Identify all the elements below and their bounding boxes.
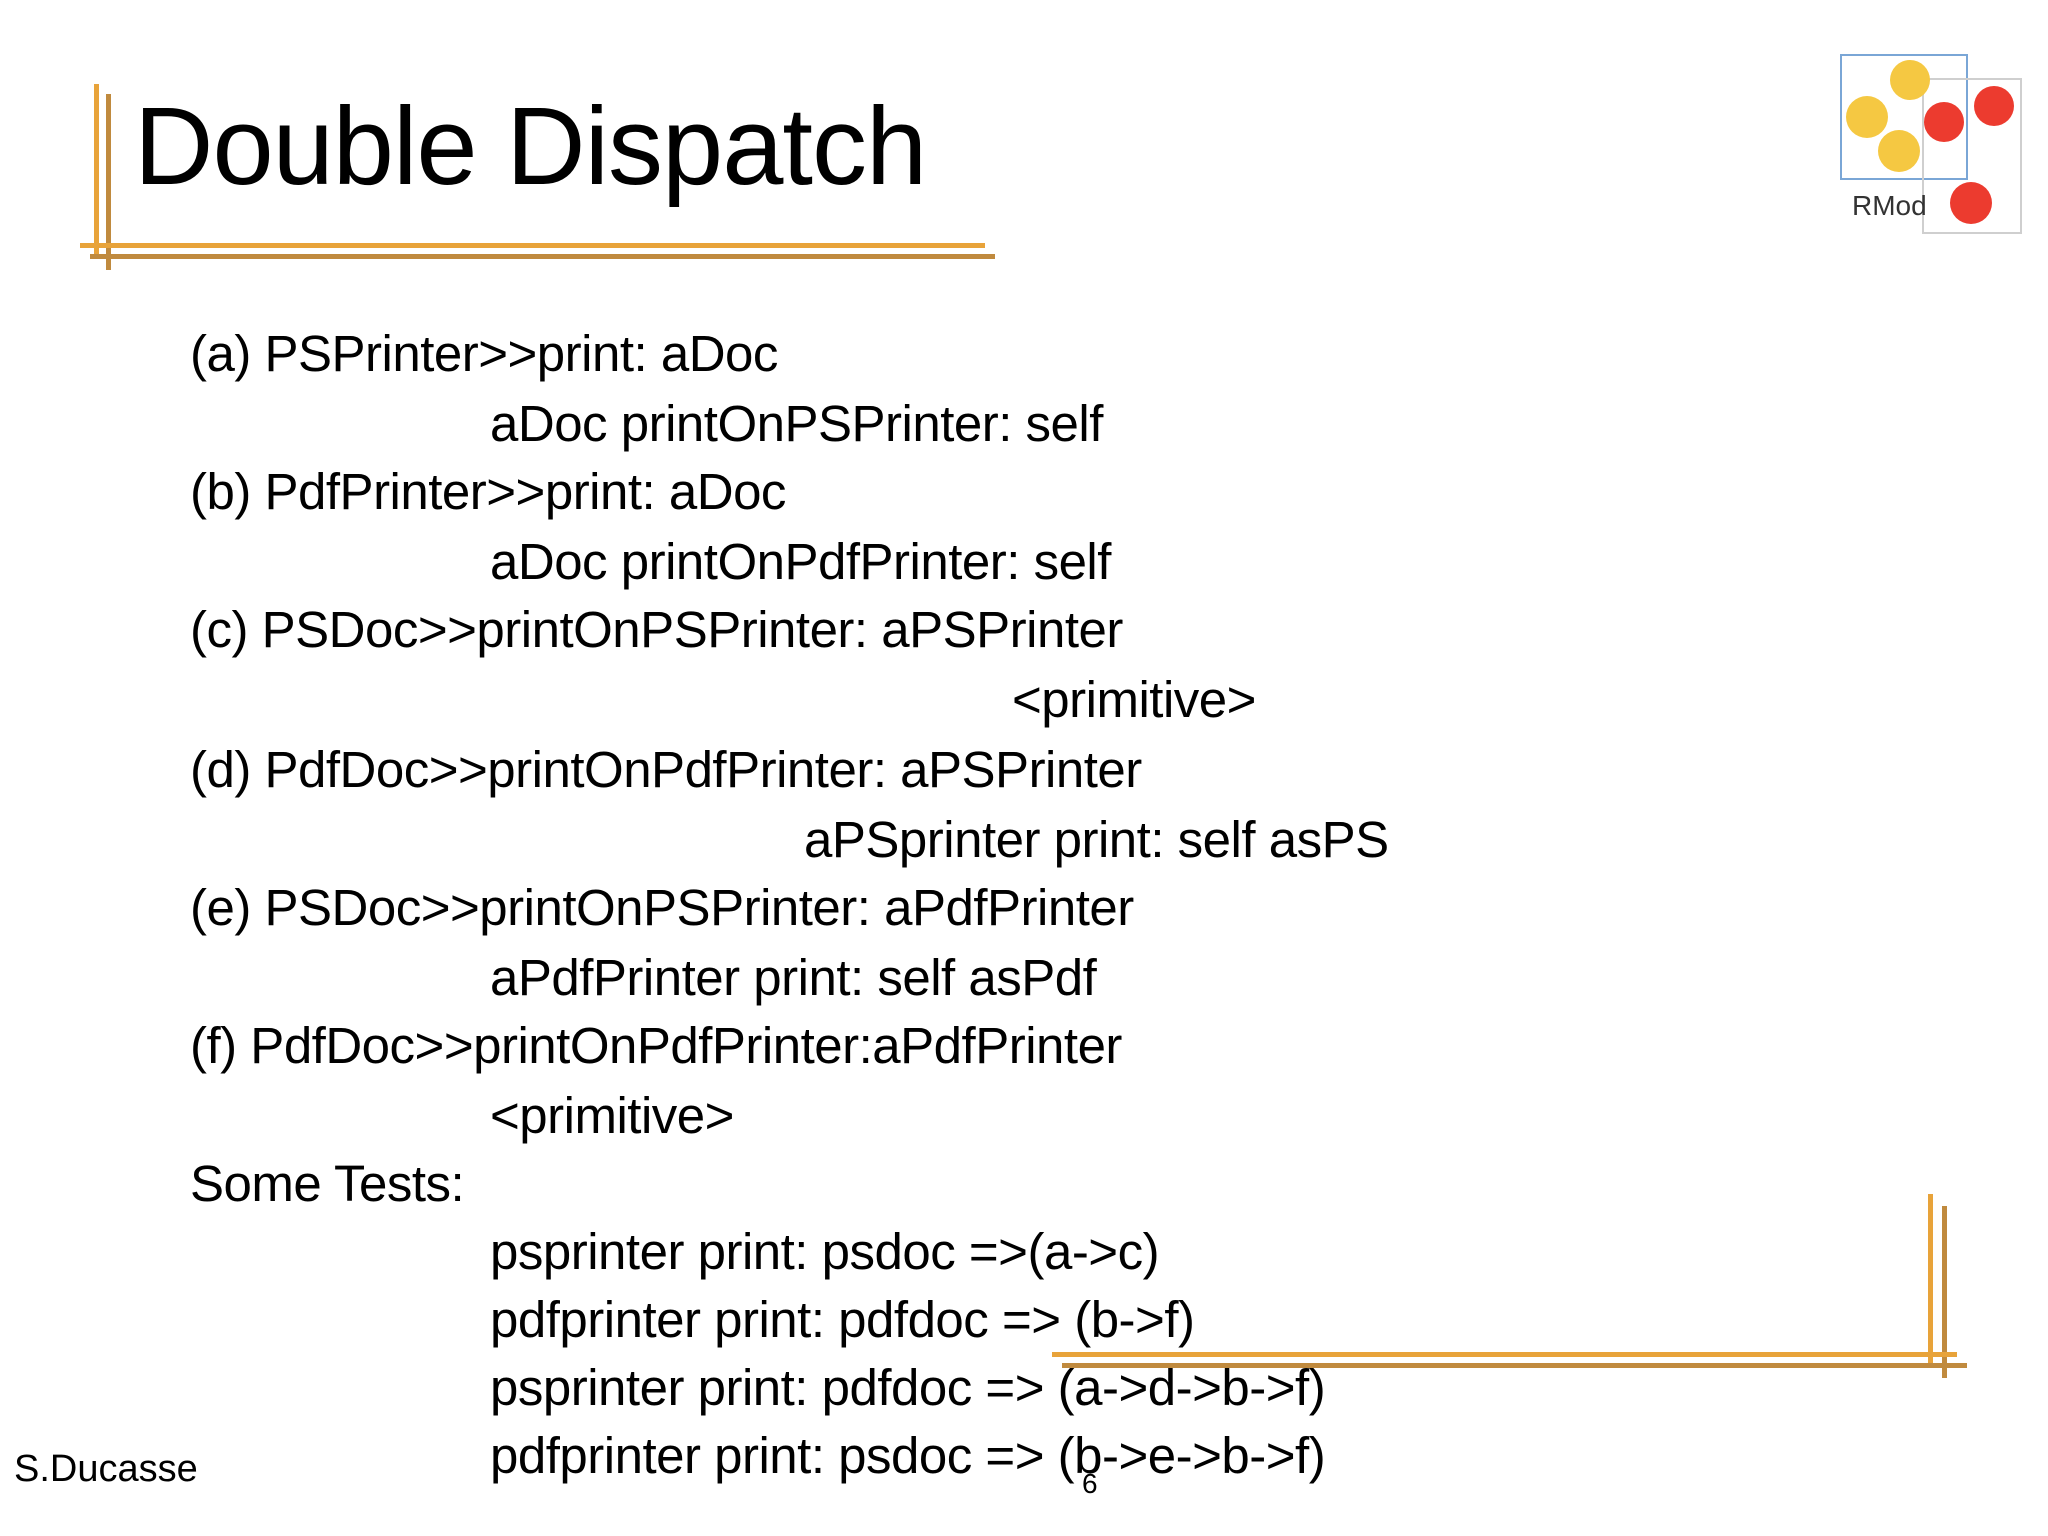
title-vertical-bar: [94, 84, 99, 256]
corner-horizontal-bar-2: [1062, 1363, 1967, 1368]
slide-title: Double Dispatch: [134, 85, 927, 208]
logo-blue-box: [1840, 54, 1968, 180]
code-line-e-body: aPdfPrinter print: self asPdf: [490, 949, 1097, 1006]
page-number: 6: [1082, 1468, 1098, 1499]
tests-heading: Some Tests:: [190, 1155, 465, 1212]
logo-red-dot: [1924, 102, 1964, 142]
logo-label: RMod: [1852, 190, 1927, 221]
code-line-f: (f) PdfDoc>>printOnPdfPrinter:aPdfPrinte…: [190, 1017, 1122, 1074]
logo-yellow-dot: [1846, 96, 1888, 138]
code-line-b-body: aDoc printOnPdfPrinter: self: [490, 533, 1111, 590]
test-line-1: psprinter print: psdoc =>(a->c): [490, 1223, 1160, 1280]
title-underline-bar: [80, 243, 985, 248]
logo-red-dot: [1974, 86, 2014, 126]
test-line-4: pdfprinter print: psdoc => (b->e->b->f): [490, 1427, 1326, 1484]
code-line-e: (e) PSDoc>>printOnPSPrinter: aPdfPrinter: [190, 879, 1134, 936]
author-name: S.Ducasse: [14, 1448, 198, 1490]
test-line-3: psprinter print: pdfdoc => (a->d->b->f): [490, 1359, 1326, 1416]
corner-vertical-bar-2: [1942, 1206, 1947, 1378]
code-line-d-body: aPSprinter print: self asPS: [804, 811, 1389, 868]
code-line-b: (b) PdfPrinter>>print: aDoc: [190, 463, 786, 520]
logo-yellow-dot: [1878, 130, 1920, 172]
title-vertical-bar-2: [106, 94, 111, 270]
code-line-f-body: <primitive>: [490, 1087, 734, 1144]
logo-red-dot: [1950, 182, 1992, 224]
code-line-d: (d) PdfDoc>>printOnPdfPrinter: aPSPrinte…: [190, 741, 1142, 798]
rmod-logo: RMod: [1840, 50, 2022, 238]
corner-horizontal-bar: [1052, 1352, 1957, 1357]
title-underline-bar-2: [90, 254, 995, 259]
code-line-c-body: <primitive>: [1012, 671, 1256, 728]
corner-vertical-bar: [1928, 1194, 1933, 1366]
logo-grey-box: [1922, 78, 2022, 234]
test-line-2: pdfprinter print: pdfdoc => (b->f): [490, 1291, 1195, 1348]
code-line-a-body: aDoc printOnPSPrinter: self: [490, 395, 1103, 452]
code-line-a: (a) PSPrinter>>print: aDoc: [190, 325, 778, 382]
code-line-c: (c) PSDoc>>printOnPSPrinter: aPSPrinter: [190, 601, 1123, 658]
logo-yellow-dot: [1890, 60, 1930, 100]
